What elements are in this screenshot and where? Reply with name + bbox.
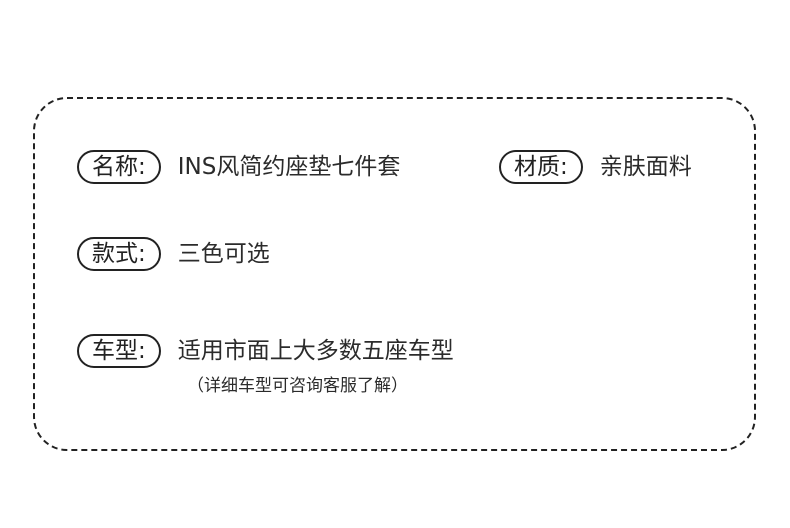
spec-row-vehicle: 车型: 适用市面上大多数五座车型 <box>77 334 454 368</box>
spec-row-material: 材质: 亲肤面料 <box>499 150 692 184</box>
vehicle-label-pill: 车型: <box>77 334 161 368</box>
material-value: 亲肤面料 <box>599 153 692 180</box>
name-value: INS风简约座垫七件套 <box>177 153 401 180</box>
vehicle-value: 适用市面上大多数五座车型 <box>177 337 454 364</box>
material-label-pill: 材质: <box>499 150 583 184</box>
name-label-pill: 名称: <box>77 150 161 184</box>
style-value: 三色可选 <box>177 240 270 267</box>
vehicle-note: （详细车型可咨询客服了解） <box>187 376 408 396</box>
spec-row-style: 款式: 三色可选 <box>77 237 270 271</box>
spec-card: 名称: INS风简约座垫七件套 材质: 亲肤面料 款式: 三色可选 车型: 适用… <box>33 97 756 451</box>
style-label-pill: 款式: <box>77 237 161 271</box>
spec-row-name: 名称: INS风简约座垫七件套 <box>77 150 400 184</box>
